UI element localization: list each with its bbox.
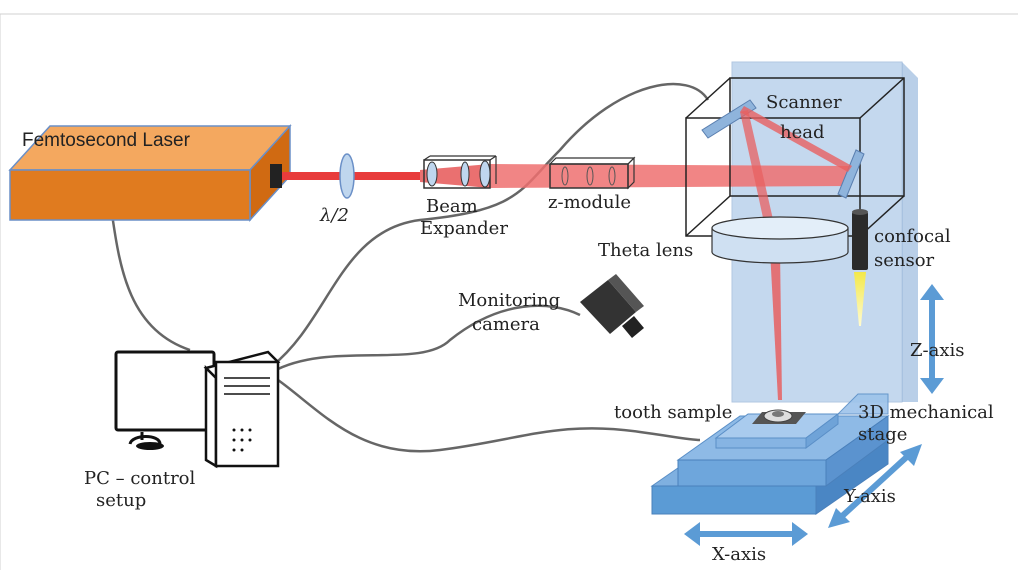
scanner-head-label-1: Scanner bbox=[766, 92, 842, 113]
stage-label-1: 3D mechanical bbox=[858, 402, 994, 423]
scanner-beams bbox=[740, 106, 852, 400]
camera-label-1: Monitoring bbox=[458, 290, 560, 311]
pc-label-2: setup bbox=[96, 490, 146, 511]
cable-pc-camera bbox=[271, 304, 581, 374]
z-module: z-module bbox=[548, 156, 636, 213]
mechanical-stage bbox=[650, 393, 890, 515]
z-axis-arrow: Z-axis bbox=[910, 284, 964, 394]
confocal-sensor: confocal sensor bbox=[852, 209, 951, 326]
y-axis-arrow: Y-axis bbox=[828, 444, 922, 528]
beam-expander: Beam Expander bbox=[420, 155, 508, 239]
pc-label-1: PC – control bbox=[84, 468, 196, 489]
stage-label-2: stage bbox=[858, 424, 907, 445]
z-axis-label: Z-axis bbox=[910, 340, 964, 361]
cable-pc-scanner bbox=[271, 82, 710, 367]
half-wave-plate: λ/2 bbox=[319, 153, 355, 226]
z-module-label: z-module bbox=[548, 192, 631, 213]
pc-control-setup: PC – control setup bbox=[84, 350, 281, 511]
cables bbox=[110, 82, 710, 453]
half-wave-plate-label: λ/2 bbox=[319, 205, 349, 226]
laser-label: Femtosecond Laser bbox=[22, 130, 191, 151]
y-axis-label: Y-axis bbox=[843, 486, 896, 507]
tooth-sample-label: tooth sample bbox=[614, 402, 732, 423]
theta-lens: Theta lens bbox=[598, 216, 849, 264]
confocal-sensor-label-1: confocal bbox=[874, 226, 951, 247]
beam-expander-label-2: Expander bbox=[420, 218, 508, 239]
femtosecond-laser: Femtosecond Laser bbox=[8, 124, 292, 222]
theta-lens-label: Theta lens bbox=[598, 240, 693, 261]
x-axis-label: X-axis bbox=[712, 544, 766, 565]
cable-laser-pc bbox=[110, 213, 191, 352]
monitoring-camera: Monitoring camera bbox=[458, 274, 644, 338]
x-axis-arrow: X-axis bbox=[684, 522, 808, 565]
beam-expander-label-1: Beam bbox=[426, 196, 478, 217]
confocal-sensor-label-2: sensor bbox=[874, 250, 935, 271]
scanner-head-label-2: head bbox=[780, 122, 825, 143]
cable-pc-stage bbox=[277, 378, 701, 453]
tooth-sample: tooth sample bbox=[614, 402, 806, 424]
camera-label-2: camera bbox=[472, 314, 540, 335]
